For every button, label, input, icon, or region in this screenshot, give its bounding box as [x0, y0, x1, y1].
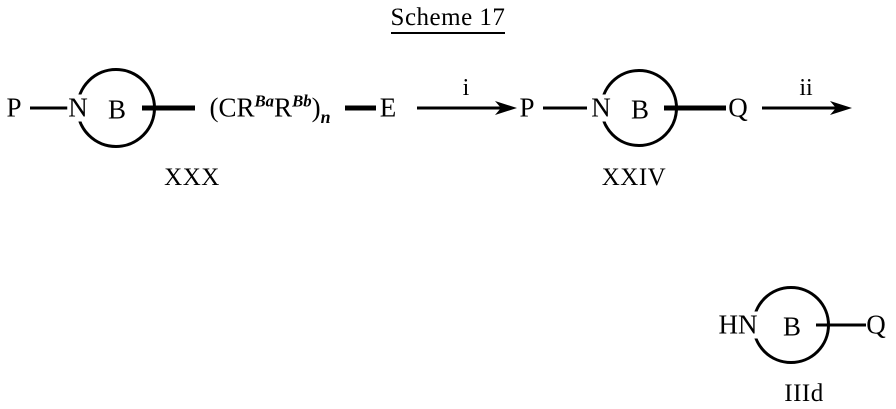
scheme-title: Scheme 17: [0, 4, 896, 34]
scheme-title-text: Scheme 17: [390, 4, 506, 34]
structure-xxiv-atom-q: Q: [728, 92, 748, 123]
reaction-arrow-ii: [762, 97, 852, 119]
chain-carbon-2: R: [274, 92, 293, 123]
reaction-arrow-ii-label: ii: [799, 75, 813, 101]
chain-subscript-n: n: [320, 106, 331, 127]
reaction-arrow-i: [417, 97, 517, 119]
structure-xxx-bond-p-n: [30, 106, 74, 110]
structure-xxx-bond-ring-chain: [142, 105, 195, 111]
structure-xxx-bond-chain-e: [345, 105, 376, 111]
structure-iiid-atom-q: Q: [866, 309, 886, 340]
structure-xxiv-caption: XXIV: [601, 164, 667, 191]
chain-carbon-1: CR: [218, 92, 255, 123]
structure-iiid-bond-ring-q: [816, 323, 866, 327]
structure-xxiv-ring-label-b: B: [630, 94, 650, 125]
structure-xxiv-bond-p-n: [543, 106, 587, 110]
structure-xxx-ring-atom-n: N: [67, 92, 89, 123]
structure-xxx-atom-e: E: [379, 92, 397, 123]
chain-superscript-bb: Bb: [292, 91, 312, 111]
structure-iiid-ring-label-b: B: [782, 311, 802, 342]
reaction-arrow-i-label: i: [462, 75, 470, 101]
structure-xxiv-ring-atom-n: N: [590, 92, 612, 123]
structure-iiid-ring-atom-hn: HN: [717, 309, 759, 340]
chain-close-paren: ): [311, 92, 321, 123]
structure-xxx-ring-label-b: B: [107, 94, 127, 125]
structure-xxiv-bond-ring-q: [664, 105, 726, 111]
structure-xxx-atom-p: P: [6, 92, 22, 123]
structure-iiid-caption: IIId: [784, 380, 824, 407]
structure-xxx-caption: XXX: [164, 164, 220, 191]
structure-xxiv-atom-p: P: [519, 92, 535, 123]
chain-open-paren: (: [209, 92, 219, 123]
chain-superscript-ba: Ba: [254, 91, 275, 111]
structure-xxx-chain-group: (CRBaRBb)n: [209, 91, 330, 126]
